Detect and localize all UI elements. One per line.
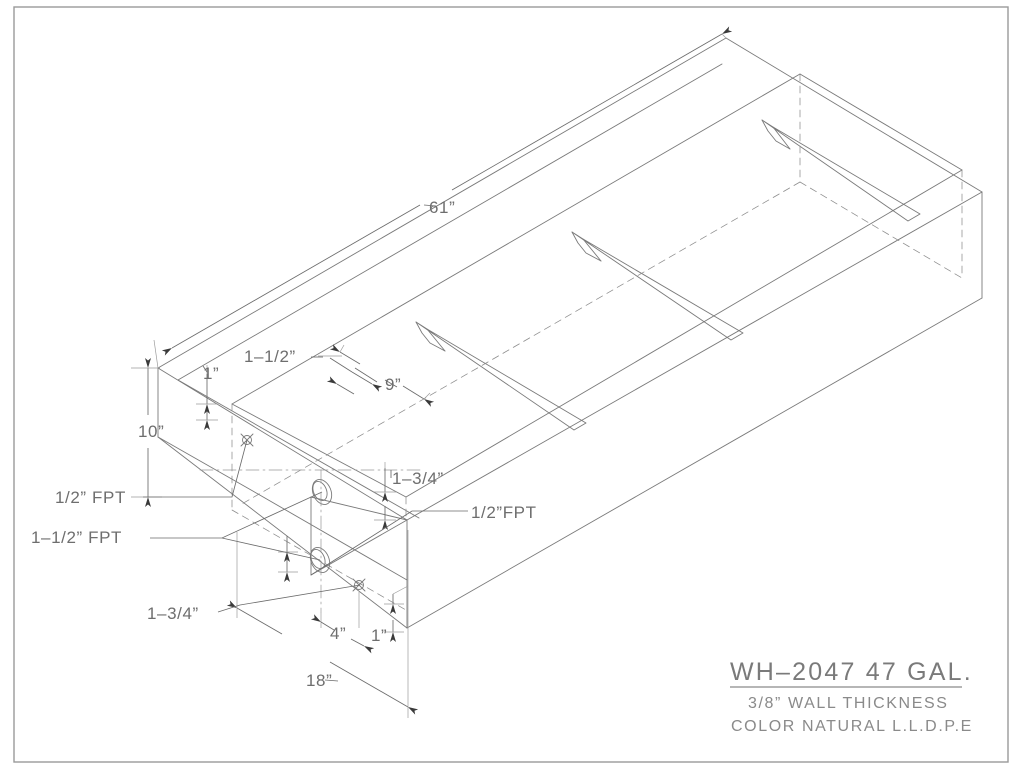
dimension-port-upper-1-75 <box>374 462 396 530</box>
sheet-border <box>13 6 1009 763</box>
dimension-port-horiz-4 <box>310 592 375 654</box>
dimension-base-rim-1 <box>384 585 409 642</box>
leader-fpt-one-half-b <box>221 537 321 561</box>
title-material: COLOR NATURAL L.L.D.P.E <box>731 718 973 735</box>
callout-label-fpt-half-right: 1/2”FPT <box>471 503 537 522</box>
dimension-label-port-lower: 1–3/4” <box>147 604 199 623</box>
dimension-label-base-rim: 1” <box>371 626 387 645</box>
tank-front-skirt <box>157 436 408 581</box>
callout-label-fpt-one-half: 1–1/2” FPT <box>31 528 122 547</box>
tank-bottom-outline <box>157 297 983 629</box>
title-block: WH–2047 47 GAL. 3/8” WALL THICKNESS COLO… <box>730 658 973 735</box>
leader-dim-1-top <box>202 365 208 373</box>
tank-vertical-edges <box>157 191 983 629</box>
leader-fpt-half-right <box>310 510 468 576</box>
dimension-length-61 <box>153 26 733 369</box>
hidden-internal-edges <box>231 73 963 611</box>
dimension-tick-small <box>326 376 355 395</box>
callout-leader-lines <box>143 204 468 682</box>
title-part-number: WH–2047 47 GAL. <box>730 658 973 686</box>
dimension-label-port-horiz: 4” <box>330 624 346 643</box>
dimension-label-width: 18” <box>306 671 332 690</box>
dimension-labels: 61” 10” 18” 9” 1” 1–1/2” 1–3/4” 1–3/4” 4… <box>138 198 455 690</box>
dimension-label-port-upper: 1–3/4” <box>392 469 444 488</box>
leader-dim-9 <box>384 379 398 388</box>
leader-dim-1-75-bottom <box>217 584 361 613</box>
leader-fpt-half-left <box>143 439 248 498</box>
port-centerlines <box>199 469 421 613</box>
slot-cutout-near <box>415 321 587 431</box>
leader-fpt-one-half-a <box>150 491 323 539</box>
slot-cutout-far <box>761 119 921 222</box>
dimension-label-height: 10” <box>138 422 164 441</box>
title-wall-thickness: 3/8” WALL THICKNESS <box>748 695 949 712</box>
dimension-width-18 <box>226 530 419 718</box>
tank-top-outer-rim <box>157 37 983 521</box>
callout-labels: 1/2” FPT 1–1/2” FPT 1/2”FPT <box>31 488 537 547</box>
dimension-rim-offset-1-5 <box>318 355 383 392</box>
dimension-label-slot-width: 9” <box>385 375 401 394</box>
tank-inner-cavity-rim <box>231 73 963 498</box>
leader-dim-18 <box>324 679 339 682</box>
leader-dim-61 <box>423 204 437 207</box>
dimension-label-length: 61” <box>429 198 455 217</box>
tank-rim-inner-lip <box>177 63 723 519</box>
dimension-rim-top-1 <box>196 365 218 430</box>
dimension-label-rim-offset: 1–1/2” <box>244 347 296 366</box>
dimension-height-10 <box>131 358 162 507</box>
dimension-label-rim-top: 1” <box>203 364 219 383</box>
dimension-width-9 <box>329 344 435 407</box>
slot-cutout-middle <box>571 231 744 341</box>
dimension-port-lower-1-75 <box>278 536 298 582</box>
callout-label-fpt-half-left: 1/2” FPT <box>55 488 126 507</box>
